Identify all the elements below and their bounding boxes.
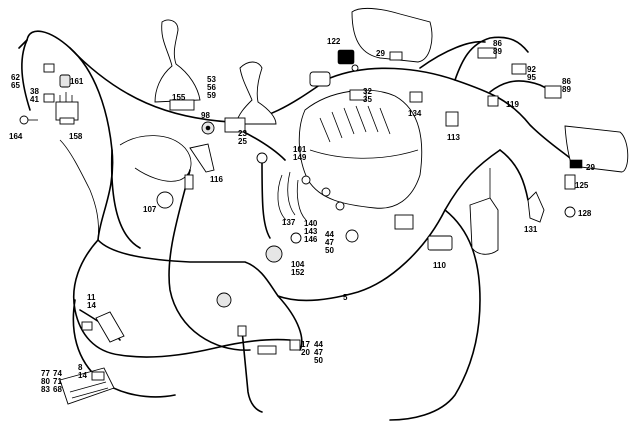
label-161: 161 <box>70 77 84 86</box>
label-98: 98 <box>201 111 210 120</box>
label-32-35: 32 35 <box>363 87 372 104</box>
relay-base-158-icon <box>59 117 75 125</box>
pipe-intake-icon <box>309 71 331 87</box>
label-113: 113 <box>447 133 460 142</box>
connector-116b-icon <box>184 174 194 190</box>
label-131: 131 <box>524 225 538 234</box>
socket-110-icon <box>427 235 453 251</box>
clip-134-icon <box>409 91 423 103</box>
label-11-14: 11 14 <box>87 293 96 310</box>
label-107: 107 <box>143 205 157 214</box>
connector-86a-icon <box>477 47 497 59</box>
washer-128-icon <box>564 206 576 218</box>
relay-158-icon <box>55 101 79 121</box>
bracket-116-icon <box>189 143 215 173</box>
sensor-32-icon <box>349 89 367 101</box>
switch-155-icon <box>169 99 195 111</box>
label-62-65: 62 65 <box>11 73 20 90</box>
tank-sensor-icon <box>469 197 499 255</box>
label-5: 5 <box>343 293 348 302</box>
connector-11-icon <box>81 321 93 331</box>
engine-block <box>298 71 423 230</box>
clip-38-icon <box>43 93 55 103</box>
bolt-125-icon <box>564 174 576 190</box>
label-86-89-right: 86 89 <box>562 77 571 94</box>
label-104-152: 104 152 <box>291 260 305 277</box>
grommet-mid-icon <box>216 292 232 308</box>
label-86-89-top: 86 89 <box>493 39 502 56</box>
label-101-149: 101 149 <box>293 145 307 162</box>
plug-101-icon <box>256 152 268 164</box>
plug-44a-icon <box>345 229 359 243</box>
gear-shift-boots <box>154 19 277 173</box>
label-158: 158 <box>69 132 83 141</box>
label-155: 155 <box>172 93 186 102</box>
label-164: 164 <box>9 132 23 141</box>
relay-group-left <box>18 39 79 125</box>
clip-113-icon <box>445 111 459 127</box>
shift-boot-right-icon <box>235 61 277 125</box>
label-17-20: 17 20 <box>301 340 310 357</box>
connector-86b-icon <box>544 85 562 99</box>
label-128: 128 <box>578 209 592 218</box>
sensor-44-icon <box>394 214 414 230</box>
label-134: 134 <box>408 109 422 118</box>
clip-119-icon <box>487 95 499 107</box>
label-77-80-83: 77 80 83 <box>41 369 50 394</box>
label-53-56-59: 53 56 59 <box>207 75 216 100</box>
clip-29a-icon <box>389 51 403 61</box>
label-74-71-68: 74 71 68 <box>53 369 62 394</box>
relay-161-icon <box>59 74 71 88</box>
body-contours <box>59 135 194 241</box>
bottom-left-components <box>59 311 125 405</box>
label-110: 110 <box>433 261 446 270</box>
center-cable-ends <box>216 152 359 308</box>
right-lower-components <box>427 168 576 255</box>
label-122: 122 <box>327 37 341 46</box>
switch-131-icon <box>527 191 545 223</box>
label-23-25: 23 25 <box>238 129 247 146</box>
switch-23-icon <box>224 117 246 133</box>
connector-8-icon <box>91 371 105 381</box>
plug-143-icon <box>290 232 302 244</box>
bottom-center-lead <box>237 325 301 413</box>
connector-17-icon <box>257 345 277 355</box>
clip-29b-icon <box>569 159 583 169</box>
grommet-104-icon <box>265 245 283 263</box>
connector-122-icon <box>337 49 355 65</box>
main-harness-wires <box>21 30 571 421</box>
connector-62-icon <box>43 63 55 73</box>
label-137: 137 <box>282 218 296 227</box>
clip-11-icon <box>95 311 125 343</box>
label-44-47-50-center: 44 47 50 <box>325 230 334 255</box>
label-140-143-146: 140 143 146 <box>304 219 318 244</box>
connector-44b-icon <box>289 339 301 351</box>
label-8-14: 8 14 <box>78 363 87 380</box>
label-125: 125 <box>575 181 589 190</box>
label-119: 119 <box>506 100 519 109</box>
shift-boot-left-icon <box>154 19 201 103</box>
top-right-components <box>337 7 629 173</box>
label-44-47-50-bottom: 44 47 50 <box>314 340 323 365</box>
label-29-top: 29 <box>376 49 385 58</box>
bolt-164-icon <box>19 115 29 125</box>
label-38-41: 38 41 <box>30 87 39 104</box>
label-92-95: 92 95 <box>527 65 536 82</box>
panel-29a-icon <box>351 7 433 63</box>
fuse-box-77-icon <box>59 367 115 405</box>
connector-92-icon <box>511 63 527 75</box>
lead-plug-top-icon <box>237 325 247 337</box>
label-29-right: 29 <box>586 163 595 172</box>
grommet-107-icon <box>156 191 174 209</box>
label-116: 116 <box>210 175 223 184</box>
